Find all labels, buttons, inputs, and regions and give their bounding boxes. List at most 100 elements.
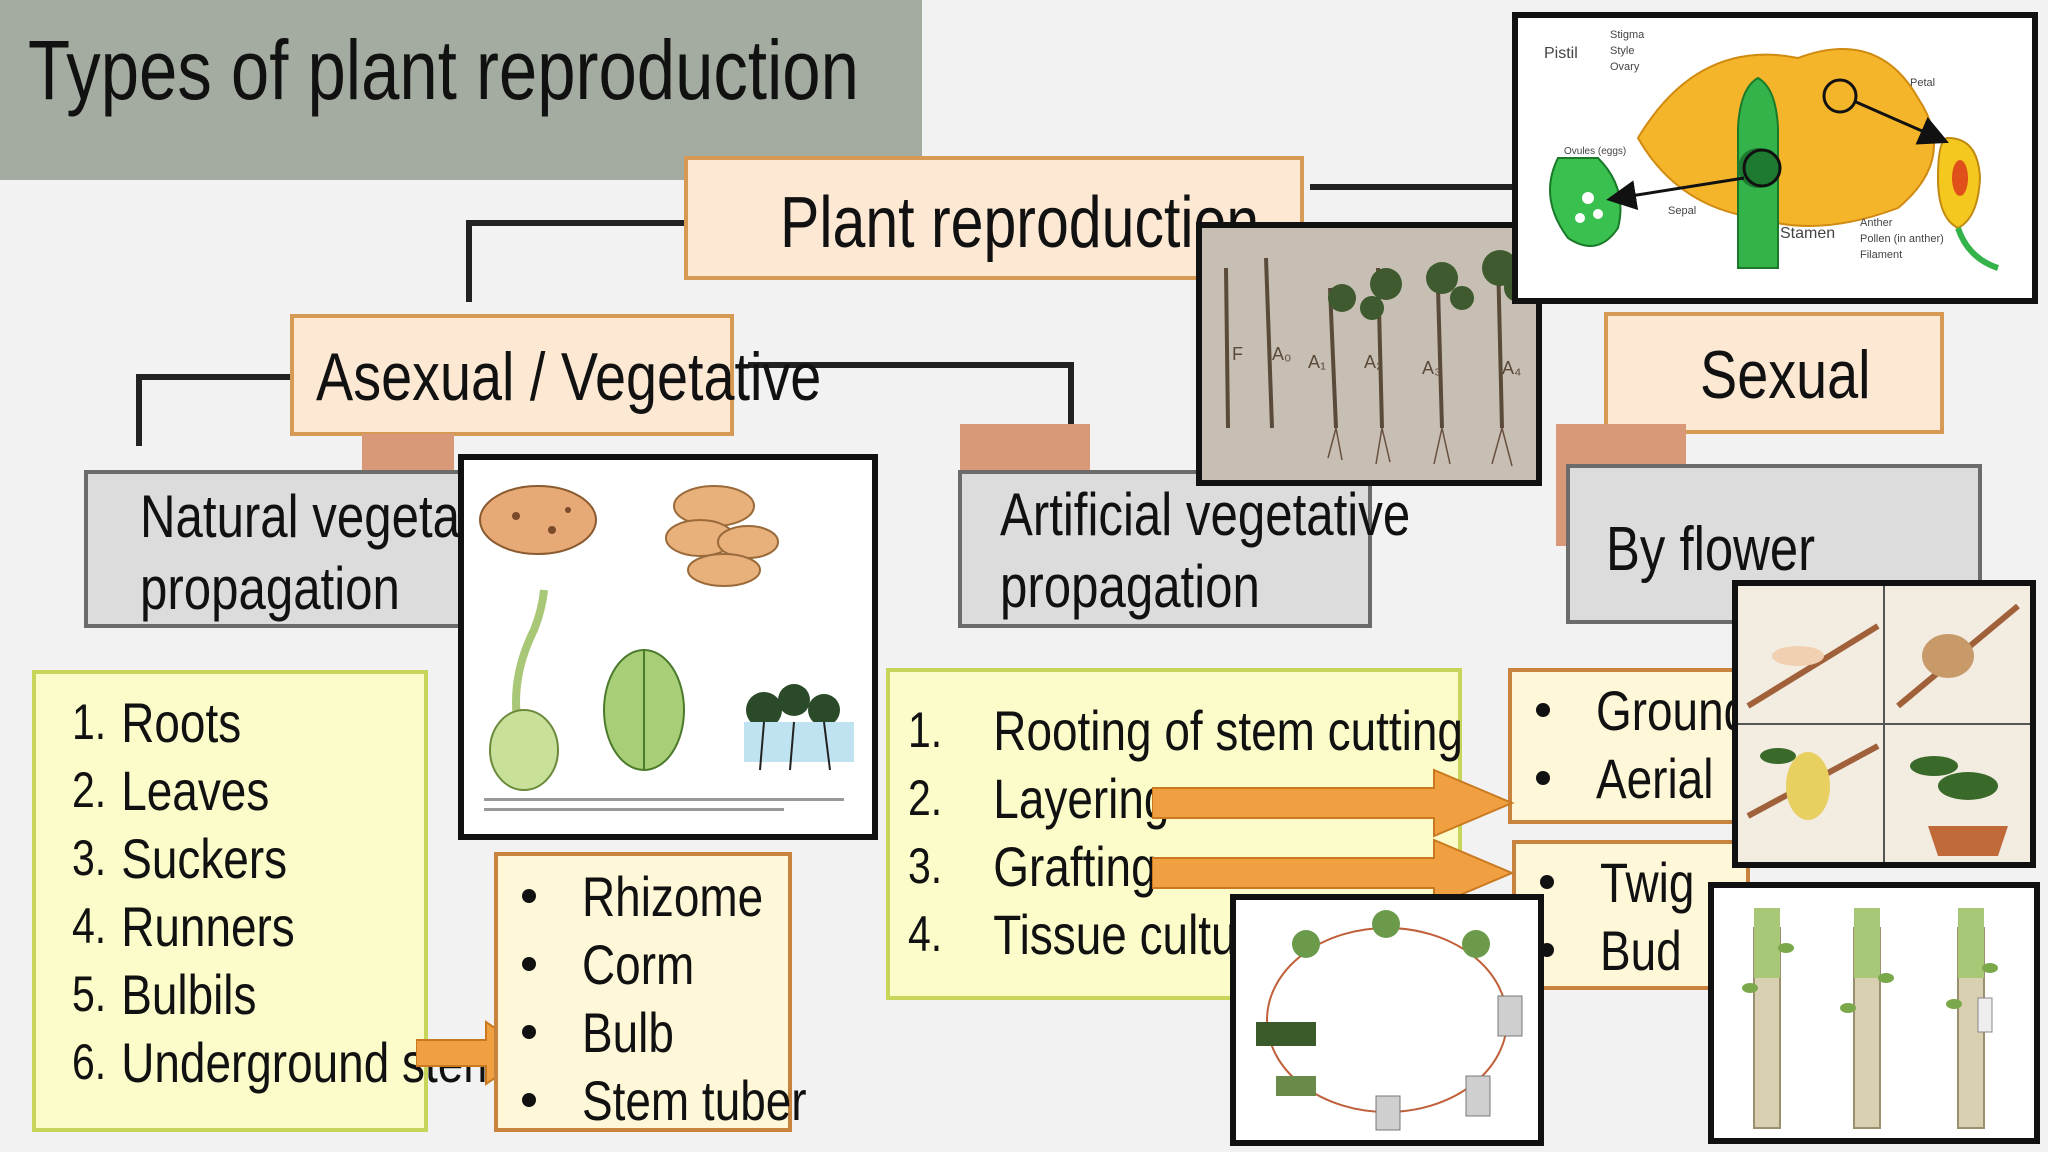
list-item: 4.Runners: [72, 892, 524, 960]
connector-line: [1068, 362, 1074, 462]
list-text: Bulbils: [121, 962, 257, 1026]
list-number: 6.: [72, 1034, 107, 1090]
artificial-label-line2: propagation: [1000, 553, 1260, 620]
cutting-label: A₁: [1308, 352, 1326, 372]
list-text: Rhizome: [582, 864, 764, 928]
connector-line: [136, 374, 142, 446]
list-number: 3.: [72, 830, 107, 886]
bullet-icon: [522, 889, 536, 903]
natural-propagation-image: [458, 454, 878, 840]
list-text: Leaves: [121, 758, 270, 822]
natural-label-line2: propagation: [140, 555, 400, 622]
natural-propagation-illustration: [479, 485, 854, 811]
by-flower-label: By flower: [1606, 515, 1816, 584]
flower-label-sepal: Sepal: [1668, 205, 1696, 217]
artificial-list-box: 1. Rooting of stem cutting 2. Layering 3.G…: [886, 668, 1463, 1000]
list-text: Ground: [1596, 678, 1750, 742]
flower-label-petal: Petal: [1910, 77, 1935, 89]
list-item: 2. Layering: [908, 764, 1463, 832]
bullet-icon: [522, 1093, 536, 1107]
flower-label-ovules: Ovules (eggs): [1564, 146, 1626, 157]
list-item: Bud: [1540, 916, 1715, 984]
tab-decoration: [362, 434, 454, 470]
stem-types-list: Rhizome Corm Bulb Stem tuber: [522, 862, 856, 1134]
grafting-illustration: [1714, 888, 2034, 1138]
title-band: [0, 0, 922, 180]
artificial-list: 1. Rooting of stem cutting 2. Layering 3.G…: [908, 696, 1585, 968]
artificial-node: Artificial vegetative propagation: [958, 470, 1410, 628]
list-item: Corm: [522, 930, 856, 998]
connector-line: [466, 220, 472, 302]
stem-cuttings-illustration: F A₀ A₁ A₂ A₃ A₄: [1202, 228, 1536, 480]
list-item: Rhizome: [522, 862, 856, 930]
arrow-icon: [1152, 768, 1515, 838]
stem-types-box: Rhizome Corm Bulb Stem tuber: [494, 852, 807, 1132]
cutting-label: A₃: [1422, 358, 1441, 378]
list-number: 4.: [72, 898, 107, 954]
connector-line: [1310, 184, 1518, 190]
list-number: 4.: [908, 906, 943, 962]
bullet-icon: [1536, 703, 1550, 717]
grafting-image: [1708, 882, 2040, 1144]
list-item: Twig: [1540, 848, 1715, 916]
sexual-node: Sexual: [1604, 312, 1944, 434]
asexual-node: Asexual / Vegetative: [290, 314, 821, 436]
layering-illustration: [1738, 586, 2030, 862]
asexual-label: Asexual / Vegetative: [316, 339, 822, 415]
list-text: Runners: [121, 894, 295, 958]
tissue-culture-image: [1230, 894, 1544, 1146]
cutting-label: A₀: [1272, 344, 1291, 364]
list-item: 2.Leaves: [72, 756, 524, 824]
cutting-label: A₄: [1502, 358, 1521, 378]
list-text: Roots: [121, 690, 242, 754]
cutting-label: F: [1232, 344, 1243, 364]
list-item: 1.Roots: [72, 688, 524, 756]
list-item: 3.Grafting: [908, 832, 1463, 900]
flower-illustration: Pistil Stigma Style Ovary Petal Ovules (…: [1544, 29, 2000, 271]
list-number: 1.: [72, 694, 107, 750]
list-item: Bulb: [522, 998, 856, 1066]
tissue-culture-illustration: [1256, 910, 1523, 1131]
list-number: 1.: [908, 702, 943, 758]
list-text: Suckers: [121, 826, 288, 890]
layering-photo-grid: [1732, 580, 2036, 868]
list-number: 5.: [72, 966, 107, 1022]
root-label: Plant reproduction: [780, 183, 1260, 263]
flower-label-pollen: Pollen (in anther): [1860, 233, 1944, 245]
page-title: Types of plant reproduction: [28, 23, 859, 117]
list-item: 1. Rooting of stem cutting: [908, 696, 1463, 764]
list-item: Ground: [1536, 676, 1783, 744]
natural-node: Natural vegetative propagation: [84, 470, 537, 628]
flower-label-stamen: Stamen: [1780, 225, 1835, 242]
layering-types-box: Ground Aerial: [1508, 668, 1749, 824]
list-text: Aerial: [1596, 746, 1714, 810]
list-text: Layering: [993, 766, 1170, 830]
list-text: Corm: [582, 932, 695, 996]
list-item: 3.Suckers: [72, 824, 524, 892]
list-number: 2.: [908, 770, 943, 826]
grafting-list: Twig Bud: [1540, 848, 1715, 984]
bullet-icon: [1540, 875, 1554, 889]
list-text: Rooting of stem cutting: [993, 698, 1463, 762]
flower-label-pistil: Pistil: [1544, 45, 1578, 62]
connector-line: [748, 362, 1074, 368]
layering-list: Ground Aerial: [1536, 676, 1783, 812]
connector-line: [466, 220, 692, 226]
flower-diagram-image: Pistil Stigma Style Ovary Petal Ovules (…: [1512, 12, 2038, 304]
natural-list-box: 1.Roots 2.Leaves 3.Suckers 4.Runners 5.B…: [32, 670, 524, 1132]
list-number: 3.: [908, 838, 943, 894]
list-text: Twig: [1600, 850, 1695, 914]
artificial-label-line1: Artificial vegetative: [1000, 481, 1411, 548]
bullet-icon: [522, 1025, 536, 1039]
list-text: Bulb: [582, 1000, 674, 1064]
flower-label-style: Style: [1610, 45, 1634, 57]
list-item: Stem tuber: [522, 1066, 856, 1134]
list-item: Aerial: [1536, 744, 1783, 812]
flower-label-filament: Filament: [1860, 249, 1902, 261]
list-text: Stem tuber: [582, 1068, 807, 1132]
bullet-icon: [1536, 771, 1550, 785]
tab-decoration: [960, 424, 1090, 476]
flower-label-ovary: Ovary: [1610, 61, 1640, 73]
flower-label-anther: Anther: [1860, 217, 1893, 229]
arrow-icon: [1152, 838, 1515, 908]
